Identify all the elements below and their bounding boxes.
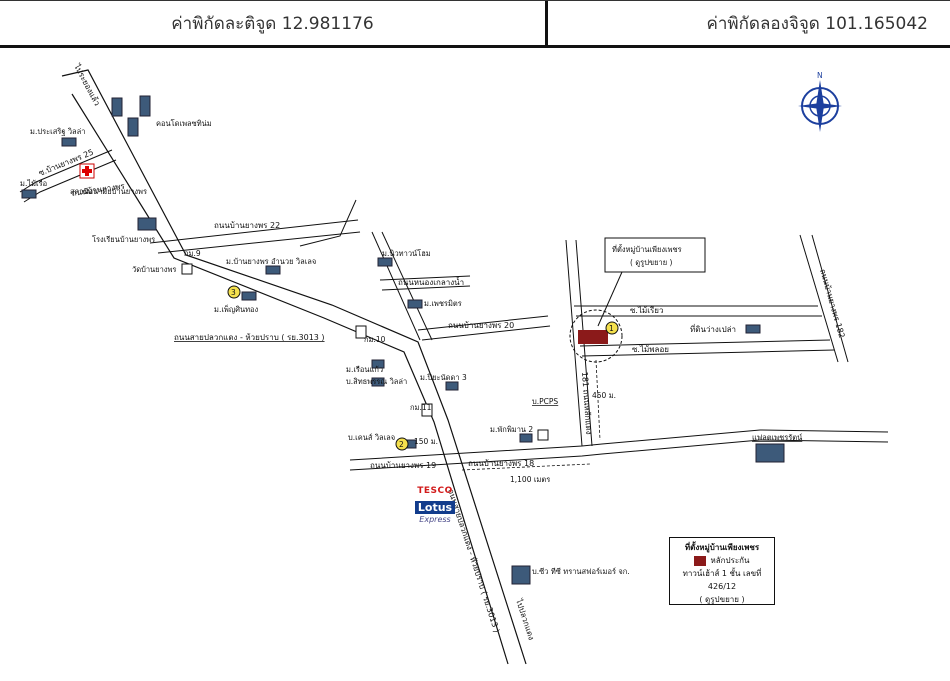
project-site: ที่ตั้งหมู่บ้านเพียงเพชร ( ดูรูปขยาย ) bbox=[569, 237, 706, 363]
road-18-19 bbox=[349, 429, 889, 471]
label-km10: กม.10 bbox=[364, 335, 386, 344]
map-canvas: N ที่ตั้งหม bbox=[19, 62, 889, 665]
label-village-mairuea: ม.ไม้เรือ bbox=[20, 179, 47, 188]
marker-1 bbox=[605, 321, 619, 335]
side-roads-left bbox=[19, 149, 361, 254]
tesco-line1: TESCO bbox=[417, 486, 453, 496]
label-km9: กม.9 bbox=[184, 249, 201, 258]
project-site-sub: ( ดูรูปขยาย ) bbox=[630, 258, 672, 267]
marker-3-label: 3 bbox=[231, 288, 236, 297]
label-village-piyanat: ม.ปิยะนัดดา 3 bbox=[420, 373, 467, 382]
highway-3013 bbox=[61, 69, 527, 665]
markers: 1 2 3 bbox=[227, 285, 619, 451]
label-road182: ถนนบ้านยางพร 182 bbox=[818, 268, 846, 339]
legend-title: ที่ตั้งหมู่บ้านเพียงเพชร bbox=[684, 543, 760, 552]
marker-3 bbox=[227, 285, 241, 299]
label-soi-lower: ซ.ไม้พลอย bbox=[632, 345, 669, 354]
label-dist-1100: 1,100 เมตร bbox=[510, 475, 550, 484]
marker-2-label: 2 bbox=[399, 440, 404, 449]
landmark-icons bbox=[181, 263, 549, 441]
soi-roads bbox=[574, 305, 835, 357]
tesco-line2: Lotus bbox=[414, 501, 456, 514]
building-icons bbox=[21, 95, 785, 585]
compass-label: N bbox=[817, 71, 823, 80]
legend-row: หลักประกัน bbox=[670, 554, 774, 567]
legend-detail: ทาวน์เฮ้าส์ 1 ชั้น เลขที่ 426/12 bbox=[682, 569, 762, 591]
label-road20: ถนนบ้านยางพร 20 bbox=[448, 321, 514, 330]
legend-box: ที่ตั้งหมู่บ้านเพียงเพชร หลักประกัน ทาวน… bbox=[669, 537, 775, 605]
label-village-sitthaphon: บ.สิทธพรรณ วิลล่า bbox=[346, 377, 407, 386]
label-road22: ถนนบ้านยางพร 22 bbox=[214, 221, 280, 230]
tesco-line3: Express bbox=[419, 515, 451, 524]
legend-swatch bbox=[694, 555, 707, 566]
marker-1-label: 1 bbox=[609, 324, 614, 333]
latitude-label: ค่าพิกัดละติจูด 12.981176 bbox=[0, 1, 548, 45]
legend-note: ( ดูรูปขยาย ) bbox=[699, 595, 745, 604]
label-empty-land: ที่ดินว่างเปล่า bbox=[690, 323, 736, 334]
label-village-kens: บ.เคนส์ วิลเลจ bbox=[348, 433, 395, 442]
coordinate-bar: ค่าพิกัดละติจูด 12.981176 ค่าพิกัดลองจิจ… bbox=[0, 0, 950, 48]
label-temple: วัดบ้านยางพร bbox=[132, 265, 176, 274]
label-factory: บ.ซีว ทีซี ทรานสฟอร์เมอร์ จก. bbox=[532, 567, 630, 576]
legend-item: หลักประกัน bbox=[710, 556, 750, 565]
label-road18: ถนนบ้านยางพร 18 bbox=[468, 459, 534, 468]
label-pcps: บ.PCPS bbox=[532, 397, 558, 406]
label-shop: แฟลตเพชรรัตน์ bbox=[752, 433, 802, 442]
label-village-baanyangporn: ม.บ้านยางพร อำนวย วิลเลจ bbox=[226, 257, 316, 266]
label-road181: 181 ถนนหลักแดง bbox=[580, 372, 593, 435]
hospital-icon bbox=[79, 163, 95, 179]
label-village-kens-dist: 150 ม. bbox=[414, 437, 438, 446]
marker-2 bbox=[395, 437, 409, 451]
road-20 bbox=[371, 231, 551, 341]
label-village-pakpoom: ม.พักพิมาน 2 bbox=[490, 425, 533, 434]
project-site-title: ที่ตั้งหมู่บ้านเพียงเพชร bbox=[612, 244, 682, 254]
label-condo: คอนโดเพลซทิน่ม bbox=[156, 119, 212, 128]
label-road19: ถนนบ้านยางพร 19 bbox=[370, 461, 436, 470]
tesco-lotus-logo: TESCO Lotus Express bbox=[406, 486, 464, 525]
label-village-northtown: ม.นิวทาวน์โฮม bbox=[382, 249, 431, 258]
label-village-rueanmaew: ม.เรือนแก้ว bbox=[346, 365, 383, 374]
label-dist-450: 450 ม. bbox=[592, 391, 616, 400]
label-soi-upper: ซ.ไม้เรียว bbox=[630, 306, 663, 315]
compass-icon: N bbox=[798, 71, 842, 132]
label-village-prasert: ม.ประเสริฐ วิลล่า bbox=[30, 127, 85, 136]
label-school: โรงเรียนบ้านยางพร bbox=[92, 235, 155, 244]
label-hospital: สถานีอนามัยบ้านยางพร bbox=[70, 187, 147, 196]
label-village-pakamit: ม.เพชรมิตร bbox=[424, 299, 462, 308]
road-182 bbox=[799, 234, 849, 363]
longitude-label: ค่าพิกัดลองจิจูด 101.165042 bbox=[706, 13, 929, 34]
label-road-pond: ถนนหนองเกลางน้ำ bbox=[398, 276, 464, 287]
label-village-pensin: ม.เพ็ญศินทอง bbox=[214, 304, 259, 314]
label-main-road: ถนนสายปลวกแดง - ห้วยปราบ ( รย.3013 ) bbox=[174, 333, 325, 342]
label-km11: กม.11 bbox=[410, 403, 432, 412]
distance-arrows bbox=[461, 359, 601, 471]
